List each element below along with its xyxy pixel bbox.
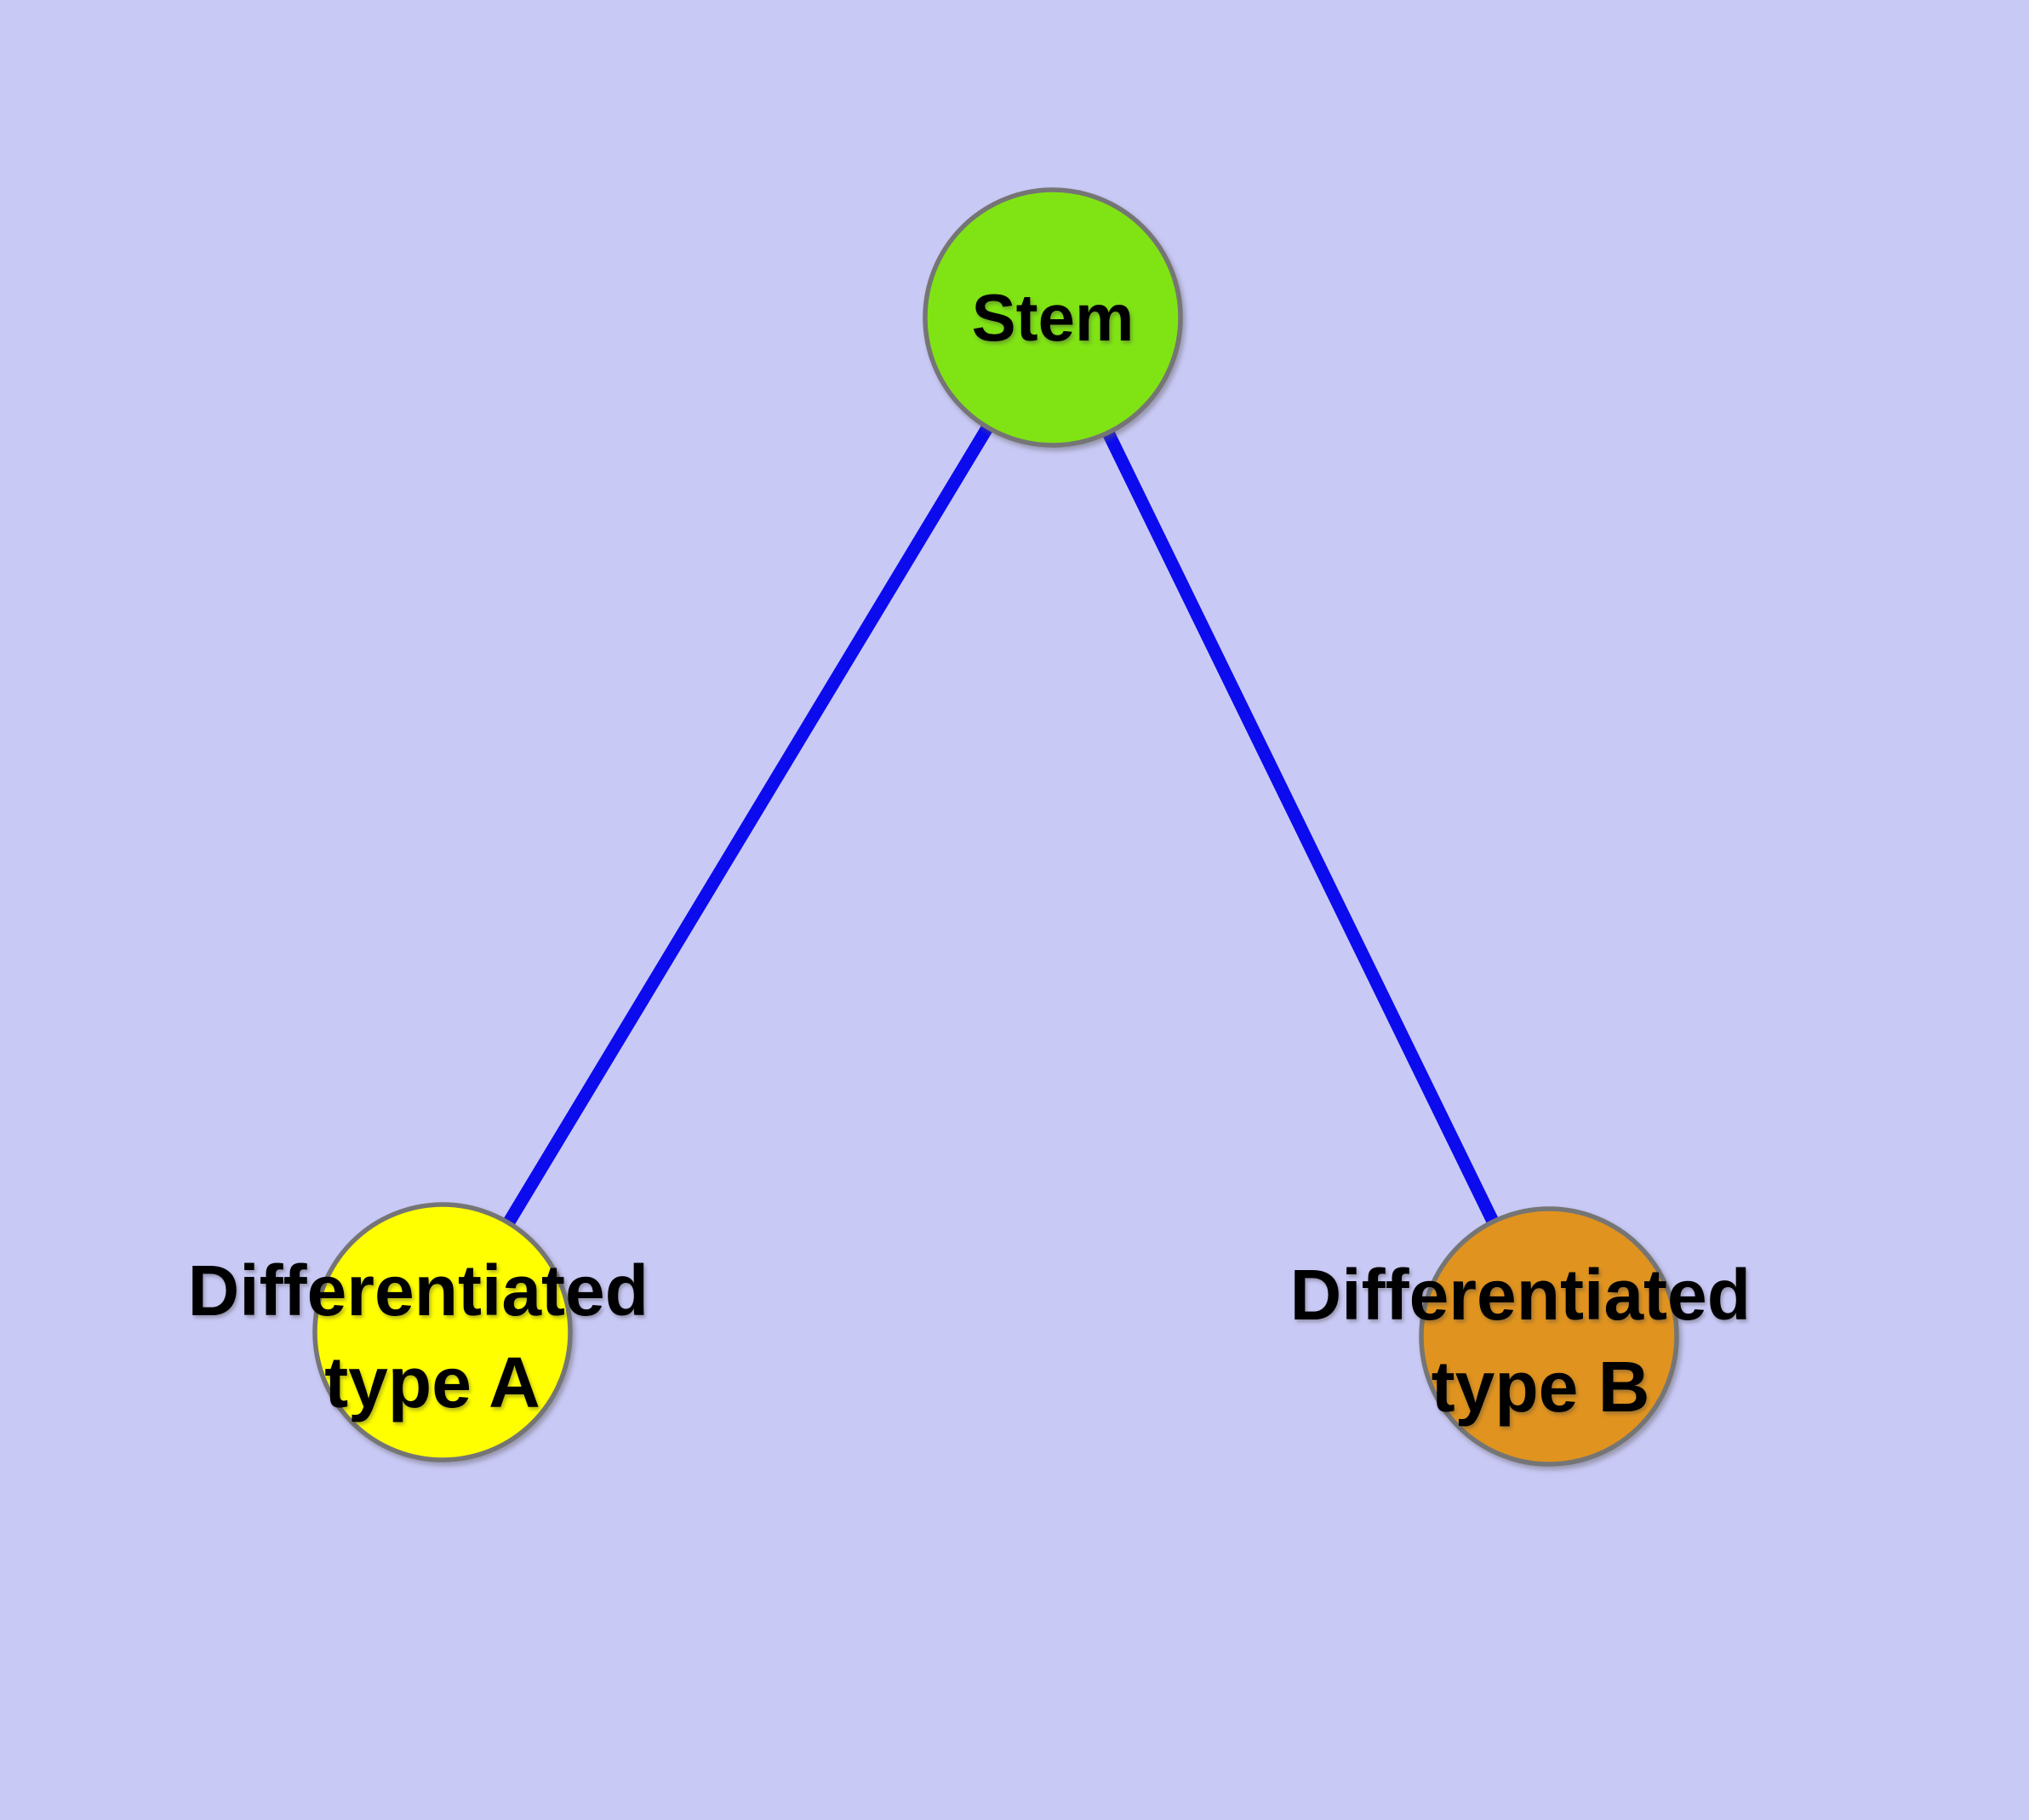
node-type-b-label: Differentiated type B bbox=[1290, 1255, 1771, 1427]
edge-stem-to-type-b bbox=[1047, 316, 1555, 1340]
node-type-a-label-line1: Differentiated bbox=[188, 1251, 649, 1331]
node-type-b: Differentiated type B bbox=[1290, 1206, 1771, 1467]
node-type-b-label-line2: type B bbox=[1432, 1347, 1650, 1427]
node-stem-circle bbox=[923, 187, 1183, 448]
node-type-a: Differentiated type A bbox=[188, 1202, 669, 1462]
node-stem-label: Stem bbox=[972, 280, 1135, 355]
node-type-b-circle bbox=[1419, 1206, 1679, 1467]
node-stem: Stem bbox=[923, 187, 1183, 448]
node-type-a-circle bbox=[312, 1202, 573, 1462]
node-type-b-label-line1: Differentiated bbox=[1290, 1255, 1751, 1335]
node-type-a-label-line2: type A bbox=[324, 1342, 540, 1422]
node-type-a-label: Differentiated type A bbox=[188, 1251, 669, 1422]
edge-stem-to-type-a bbox=[437, 316, 1059, 1336]
